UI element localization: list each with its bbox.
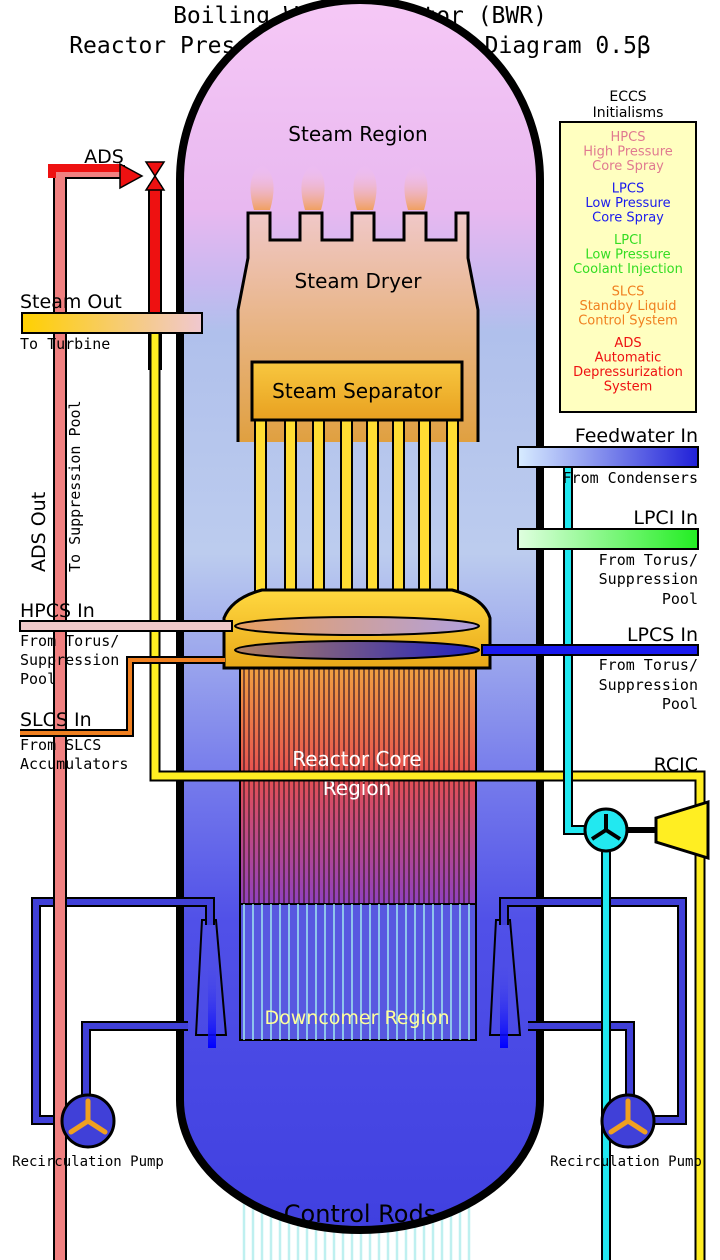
lpcs-source-2: Suppression [599,676,698,694]
lpci-in-label: LPCI In [633,507,698,529]
legend-item-ads-line1: Automatic [595,351,662,366]
lpcs-sparger [234,640,480,660]
lpcs-source-3: Pool [662,695,698,713]
riser-tube [366,419,379,601]
steam-separator-label: Steam Separator [272,379,442,403]
from-condensers-label: From Condensers [563,469,698,487]
legend-item-lpci-line2: Coolant Injection [573,262,683,277]
steam-plumes [250,165,428,210]
recirc-loop-left [31,897,215,1125]
lpcs-in-label: LPCS In [627,624,698,646]
recirc-pump-left-icon [60,1093,116,1149]
legend-item-slcs-line2: Control System [578,314,678,329]
ads-label: ADS [84,146,124,168]
lpcs-in-pipe [481,644,699,656]
hpcs-sparger [234,616,480,636]
lpci-source-1: From Torus/ [599,551,698,569]
steam-out-pipe [21,312,203,334]
legend-item-ads-line3: System [604,380,652,395]
core-label-1: Reactor Core [292,747,422,771]
lpci-source-3: Pool [662,590,698,608]
steam-dryer-label: Steam Dryer [295,269,423,293]
legend-item-lpcs-line1: Low Pressure [585,196,670,211]
fuel-channels [243,668,470,904]
legend-item-lpci-abbr: LPCI [614,233,642,248]
legend-item-ads-line2: Depressurization [573,365,683,380]
rcic-steam-line [151,330,704,1260]
feedwater-in-pipe [517,446,699,468]
control-rods-label: Control Rods [284,1200,436,1228]
slcs-source-1: From SLCS [20,736,101,754]
lpci-in-pipe [517,528,699,550]
legend-item-lpci-line1: Low Pressure [585,248,670,263]
ads-red-line [48,164,120,178]
legend-item-hpcs-abbr: HPCS [611,130,646,145]
legend-item-hpcs-line1: High Pressure [583,145,673,160]
recirc-pump-right-icon [600,1093,656,1149]
recirc-pump-left-label: Recirculation Pump [12,1154,164,1170]
rcic-pump-icon [583,807,629,853]
legend-item-slcs-line1: Standby Liquid [579,299,676,314]
steam-separator [250,360,464,422]
riser-tube [284,419,297,601]
feedwater-line [565,466,585,833]
legend-title-2: Initialisms [593,105,664,121]
legend-box [559,121,697,413]
feedwater-in-label: Feedwater In [575,425,698,447]
riser-tube [340,419,353,601]
steam-region-label: Steam Region [288,122,427,146]
legend-title-1: ECCS [609,89,646,105]
slcs-in-pipe [20,658,225,735]
riser-tube [446,419,459,601]
ads-out-label: ADS Out [28,492,50,572]
ads-arrow-icon [119,162,144,190]
recirc-loop-right [499,897,687,1125]
rcic-turbine-icon [654,799,710,861]
hpcs-source-2: Suppression [20,651,119,669]
riser-tube [392,419,405,601]
hpcs-source-1: From Torus/ [20,632,119,650]
legend-item-lpcs-line2: Core Spray [592,211,664,226]
riser-tube [254,419,267,601]
hpcs-in-label: HPCS In [20,600,95,622]
riser-tube [312,419,325,601]
riser-tube [418,419,431,601]
control-rods-upper [243,904,470,1040]
slcs-source-2: Accumulators [20,755,128,773]
lpci-source-2: Suppression [599,570,698,588]
to-turbine-label: To Turbine [20,335,110,353]
hpcs-source-3: Pool [20,670,56,688]
steam-out-label: Steam Out [20,291,122,313]
hpcs-in-pipe [19,620,233,632]
legend-item-ads-abbr: ADS [614,336,641,351]
rcic-label: RCIC [654,754,698,776]
to-suppression-pool-label: To Suppression Pool [66,400,84,572]
recirc-pump-right-label: Recirculation Pump [550,1154,702,1170]
ads-valve-icon [144,161,166,191]
legend-item-lpcs-abbr: LPCS [612,182,644,197]
slcs-in-label: SLCS In [20,709,92,731]
lpcs-source-1: From Torus/ [599,656,698,674]
legend-item-hpcs-line2: Core Spray [592,159,664,174]
legend-item-slcs-abbr: SLCS [612,285,645,300]
downcomer-label: Downcomer Region [265,1007,450,1029]
